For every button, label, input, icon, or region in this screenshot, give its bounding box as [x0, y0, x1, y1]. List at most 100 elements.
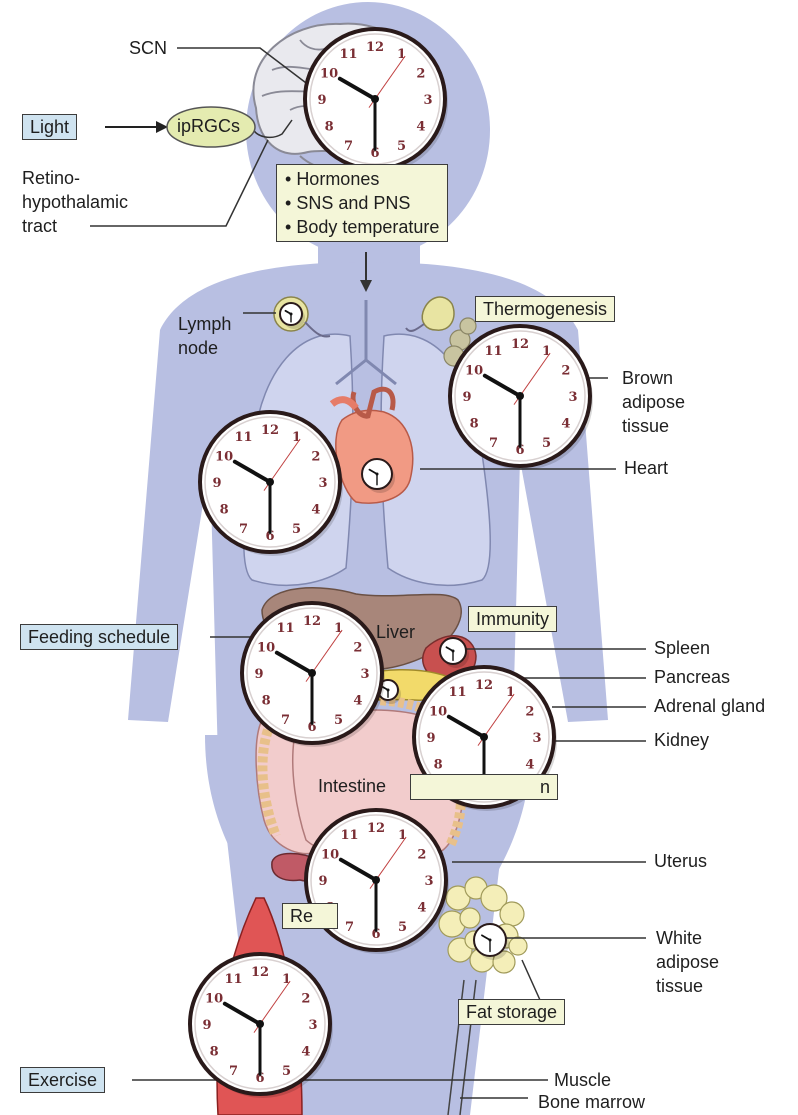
- clock-numeral: 2: [416, 67, 425, 82]
- clock-liver: 121234567891011: [242, 603, 385, 747]
- thermogenesis-box: Thermogenesis: [475, 296, 615, 322]
- clock-numeral: 1: [282, 972, 291, 987]
- clock-numeral: 12: [366, 40, 384, 55]
- iprgcs-label: ipRGCs: [177, 116, 240, 137]
- clock-numeral: 8: [210, 1045, 219, 1060]
- liver-label: Liver: [376, 622, 415, 643]
- fat-storage-box: Fat storage: [458, 999, 565, 1025]
- clock-numeral: 3: [424, 874, 433, 889]
- clock-numeral: 11: [340, 828, 358, 843]
- clock-numeral: 2: [561, 364, 570, 379]
- clock-numeral: 7: [229, 1064, 238, 1079]
- bone-marrow-label: Bone marrow: [538, 1092, 645, 1113]
- clock-numeral: 1: [542, 344, 551, 359]
- clock-numeral: 9: [462, 390, 471, 405]
- clock-numeral: 4: [417, 901, 426, 916]
- clock-numeral: 4: [416, 120, 425, 135]
- clock-numeral: 10: [215, 450, 233, 465]
- clock-numeral: 10: [321, 848, 339, 863]
- clock-numeral: 10: [205, 992, 223, 1007]
- clock-numeral: 7: [345, 920, 354, 935]
- clock-numeral: 9: [317, 93, 326, 108]
- clock-numeral: 12: [261, 423, 279, 438]
- adrenal-gland-label: Adrenal gland: [654, 696, 765, 717]
- clock-numeral: 2: [311, 450, 320, 465]
- clock-numeral: 1: [506, 685, 515, 700]
- light-box: Light: [22, 114, 77, 140]
- signal-body-temperature: • Body temperature: [285, 215, 439, 239]
- clock-numeral: 12: [475, 678, 493, 693]
- clock-numeral: 9: [202, 1018, 211, 1033]
- lymph-label-2: node: [178, 338, 218, 359]
- clock-numeral: 3: [318, 476, 327, 491]
- clock-numeral: 3: [532, 731, 541, 746]
- clock-numeral: 1: [398, 828, 407, 843]
- clock-numeral: 11: [276, 621, 294, 636]
- clock-numeral: 9: [318, 874, 327, 889]
- retino-label-3: tract: [22, 216, 57, 237]
- clock-numeral: 3: [568, 390, 577, 405]
- clock-numeral: 8: [325, 120, 334, 135]
- clock-numeral: 5: [397, 139, 406, 154]
- clock-numeral: 1: [334, 621, 343, 636]
- clock-numeral: 3: [308, 1018, 317, 1033]
- retino-label-2: hypothalamic: [22, 192, 128, 213]
- brown-label-3: tissue: [622, 416, 669, 437]
- clock-numeral: 8: [470, 417, 479, 432]
- clock-numeral: 12: [511, 337, 529, 352]
- lymph-label-1: Lymph: [178, 314, 231, 335]
- clock-numeral: 9: [426, 731, 435, 746]
- clock-numeral: 4: [301, 1045, 310, 1060]
- clock-numeral: 8: [434, 758, 443, 773]
- clock-numeral: 11: [448, 685, 466, 700]
- clock-numeral: 1: [397, 47, 406, 62]
- clock-numeral: 1: [292, 430, 301, 445]
- clock-numeral: 11: [224, 972, 242, 987]
- clock-numeral: 10: [257, 641, 275, 656]
- intestine-label: Intestine: [318, 776, 386, 797]
- clock-numeral: 5: [542, 436, 551, 451]
- clock-numeral: 2: [525, 705, 534, 720]
- brown-label-1: Brown: [622, 368, 673, 389]
- clock-numeral: 2: [301, 992, 310, 1007]
- white-label-3: tissue: [656, 976, 703, 997]
- signal-hormones: • Hormones: [285, 167, 439, 191]
- clock-numeral: 10: [429, 705, 447, 720]
- clock-muscle: 121234567891011: [190, 954, 333, 1098]
- clock-numeral: 12: [303, 614, 321, 629]
- clock-numeral: 9: [212, 476, 221, 491]
- brown-label-2: adipose: [622, 392, 685, 413]
- clock-numeral: 7: [281, 713, 290, 728]
- clock-numeral: 2: [417, 848, 426, 863]
- feeding-schedule-box: Feeding schedule: [20, 624, 178, 650]
- clock-numeral: 11: [484, 344, 502, 359]
- immunity-box: Immunity: [468, 606, 557, 632]
- clock-numeral: 7: [239, 522, 248, 537]
- uterus-label: Uterus: [654, 851, 707, 872]
- reproduction-box: Re: [282, 903, 338, 929]
- clock-numeral: 10: [320, 67, 338, 82]
- clock-numeral: 8: [220, 503, 229, 518]
- clock-numeral: 3: [423, 93, 432, 108]
- clock-numeral: 5: [398, 920, 407, 935]
- spleen-label: Spleen: [654, 638, 710, 659]
- retino-label-1: Retino-: [22, 168, 80, 189]
- signal-sns-pns: • SNS and PNS: [285, 191, 439, 215]
- clock-numeral: 11: [234, 430, 252, 445]
- clock-numeral: 7: [344, 139, 353, 154]
- clock-numeral: 12: [251, 965, 269, 980]
- clock-numeral: 4: [561, 417, 570, 432]
- clock-numeral: 7: [489, 436, 498, 451]
- white-label-2: adipose: [656, 952, 719, 973]
- signals-box: • Hormones • SNS and PNS • Body temperat…: [276, 164, 448, 242]
- absorption-box: n: [410, 774, 558, 800]
- clock-numeral: 12: [367, 821, 385, 836]
- clock-numeral: 4: [353, 694, 362, 709]
- pancreas-label: Pancreas: [654, 667, 730, 688]
- kidney-label: Kidney: [654, 730, 709, 751]
- clock-numeral: 10: [465, 364, 483, 379]
